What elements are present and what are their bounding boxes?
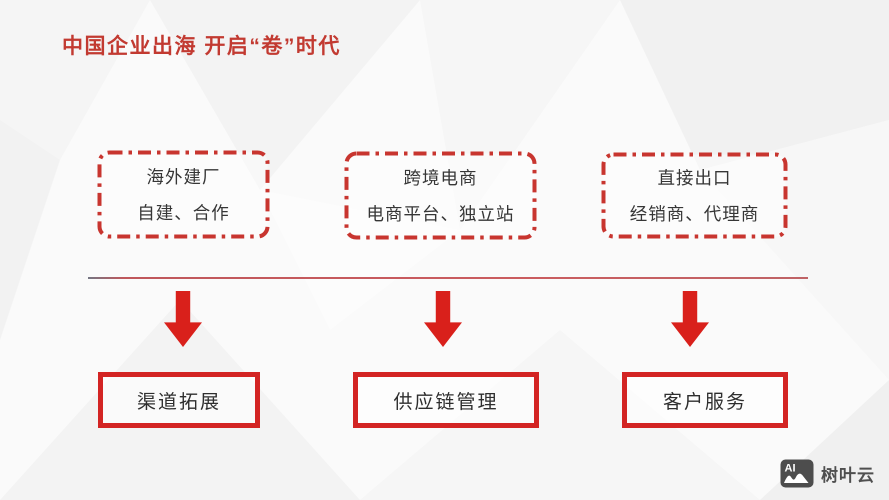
mode-box-overseas-factory: 海外建厂 自建、合作 [97,150,270,239]
mode-box-line1: 海外建厂 [146,167,221,187]
page-title: 中国企业出海 开启“卷”时代 [62,35,341,58]
brand-logo: AI 树叶云 [780,459,875,488]
mode-box-cross-border-ecommerce: 跨境电商 电商平台、独立站 [344,151,537,240]
dashed-border [601,152,788,239]
mode-box-line2: 电商平台、独立站 [366,204,515,224]
divider-line [88,277,808,279]
mode-box-line2: 自建、合作 [137,203,230,223]
mode-box-line2: 经销商、代理商 [629,204,760,224]
down-arrow-icon [671,291,709,347]
logo-badge-icon: AI [780,459,814,488]
down-arrow-icon [424,291,462,347]
mode-box-line1: 跨境电商 [403,168,478,188]
focus-box-supply-chain: 供应链管理 [353,372,539,428]
mode-box-line1: 直接出口 [657,168,732,188]
logo-brand-name: 树叶云 [821,466,875,485]
focus-box-channel-expansion: 渠道拓展 [98,372,260,428]
dashed-border [97,150,270,239]
dashed-border [344,151,537,240]
mode-box-direct-export: 直接出口 经销商、代理商 [601,152,788,239]
focus-box-customer-service: 客户服务 [622,372,788,428]
down-arrow-icon [164,291,202,347]
logo-badge-text: AI [785,463,796,475]
